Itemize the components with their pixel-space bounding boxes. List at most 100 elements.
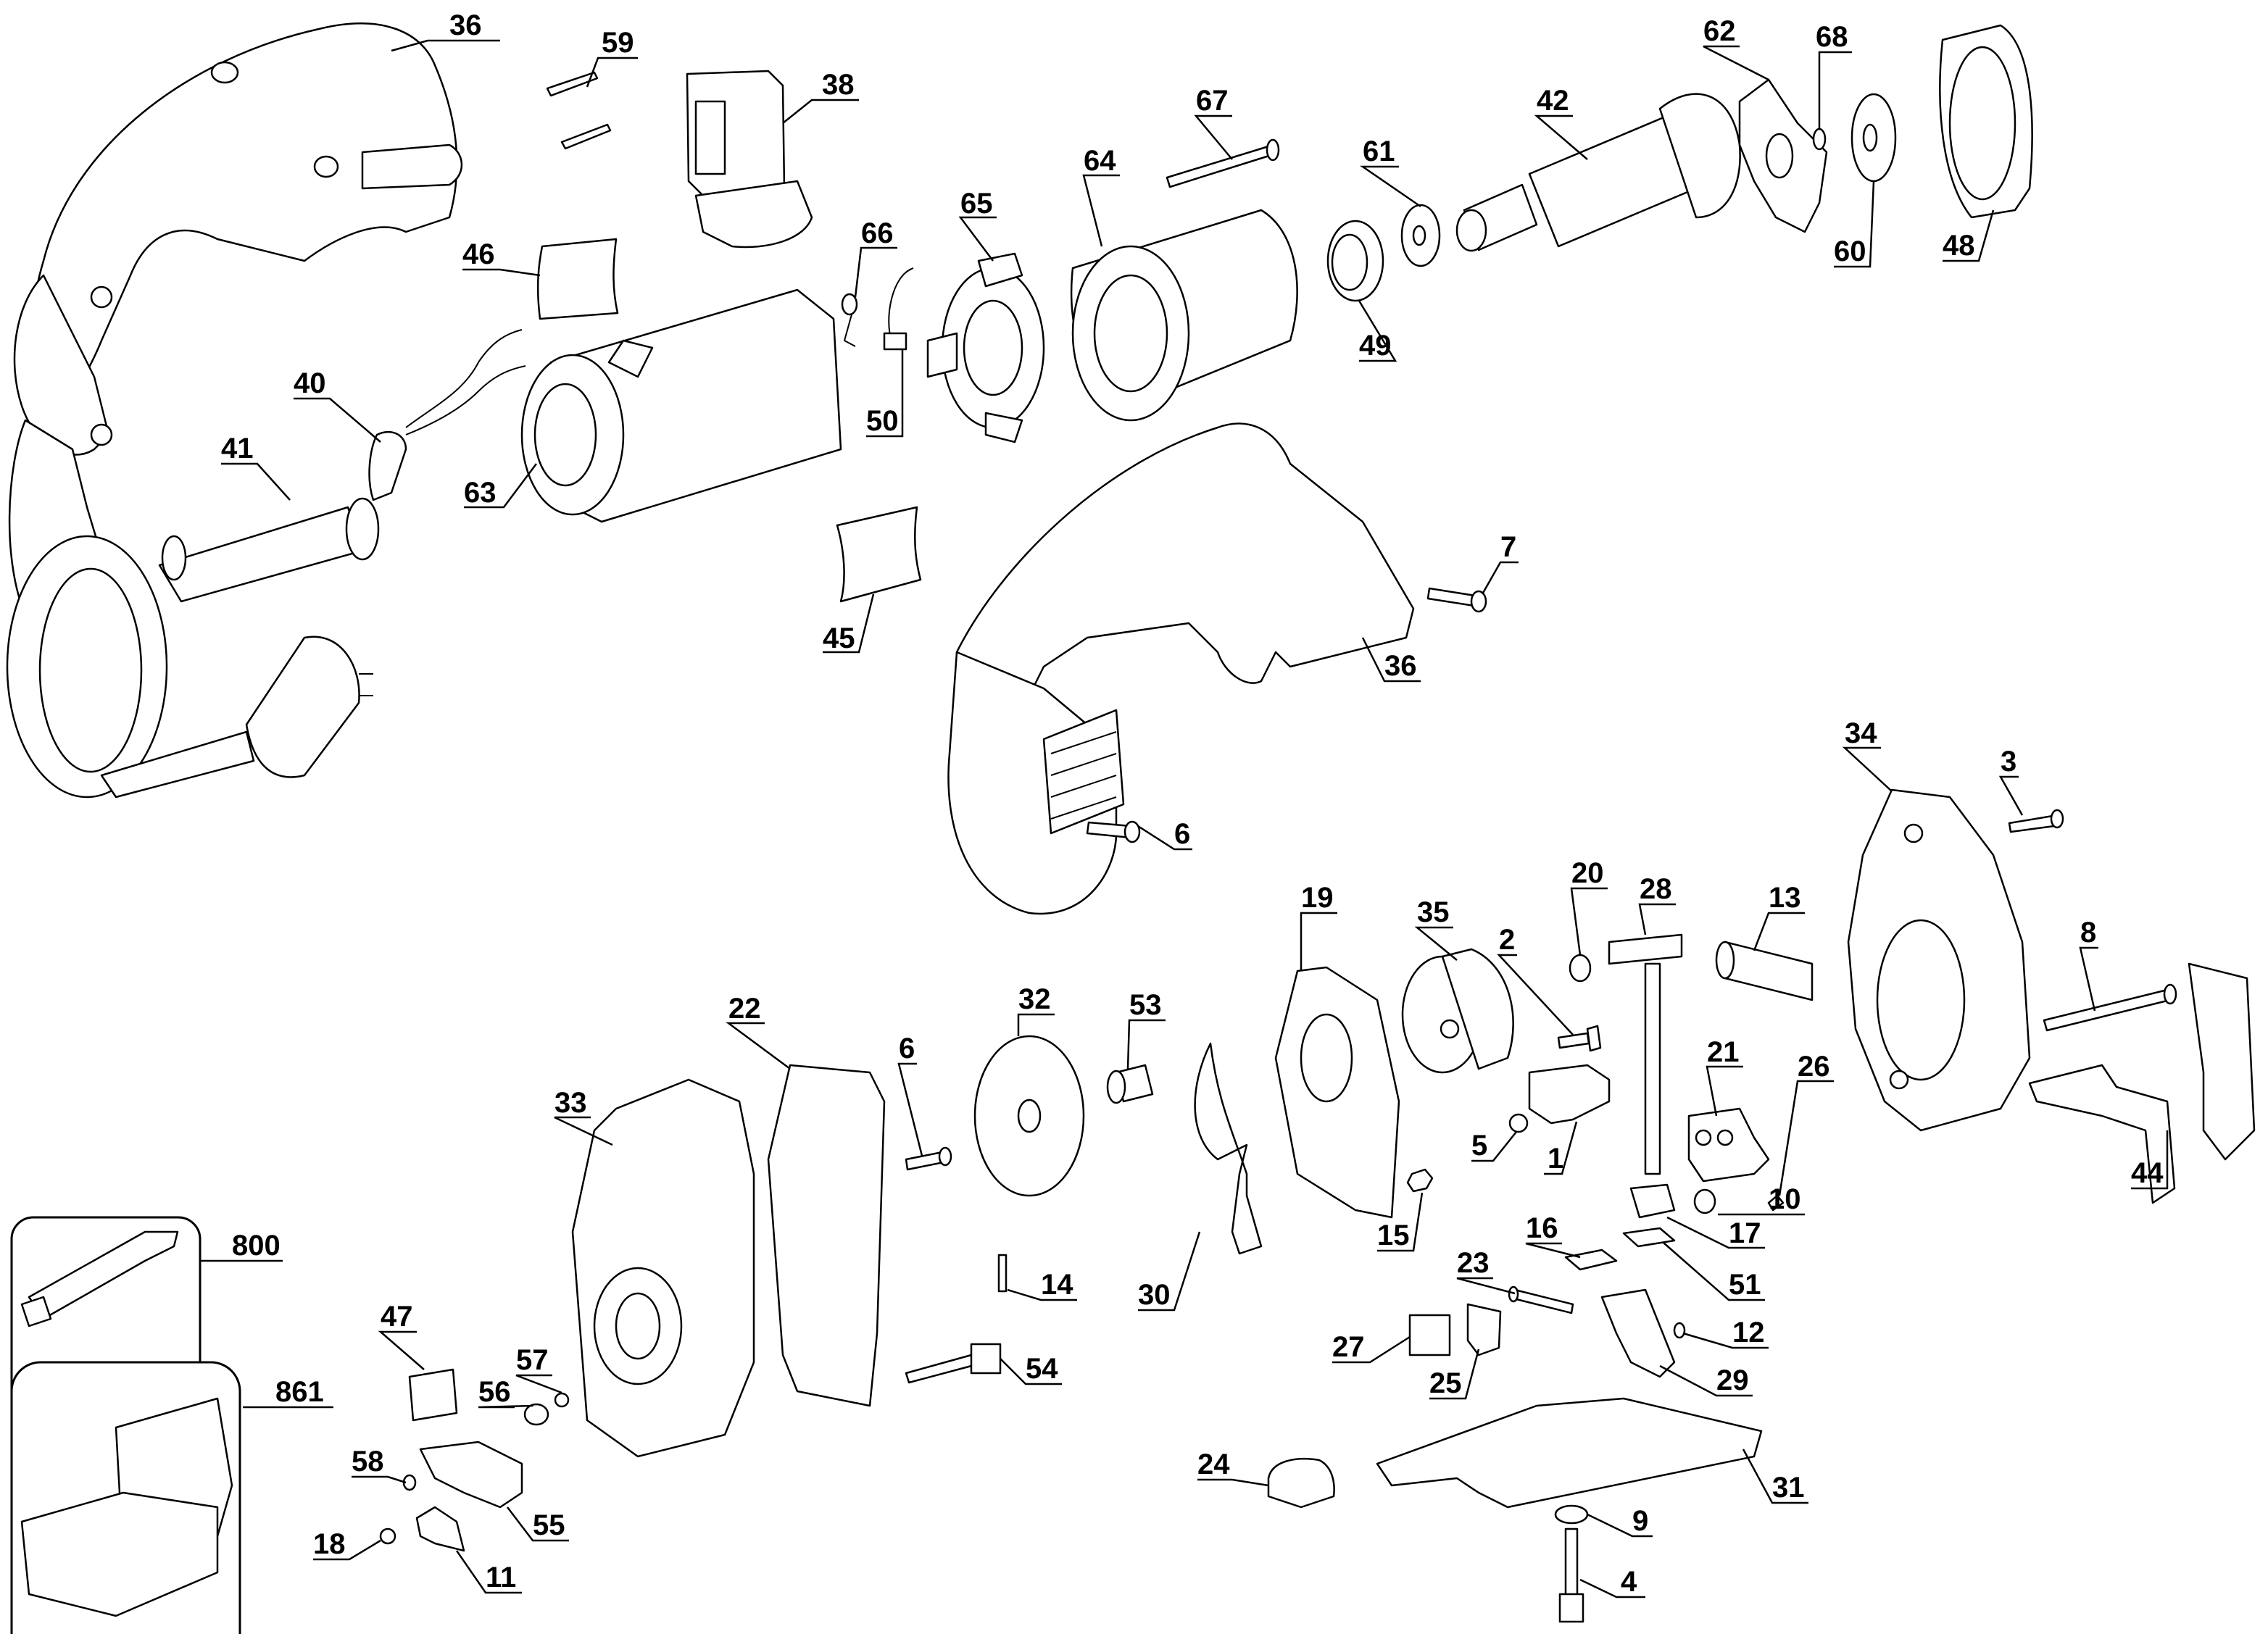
callout-number: 6 [1174, 818, 1190, 850]
callout-26: 26 [1778, 1051, 1834, 1196]
callout-number: 59 [602, 27, 634, 59]
callout-6b: 6 [897, 1033, 923, 1156]
screw-bolt-part [905, 1343, 1002, 1384]
motor-housing-part [520, 288, 842, 523]
callout-65: 65 [958, 188, 997, 262]
callout-8: 8 [2079, 917, 2098, 1012]
callout-number: 23 [1457, 1247, 1490, 1279]
callout-27: 27 [1332, 1331, 1411, 1364]
callout-46: 46 [462, 238, 541, 277]
callout-48: 48 [1943, 209, 1995, 262]
callout-59: 59 [586, 27, 638, 88]
screw-6b-part [905, 1146, 952, 1171]
callout-number: 47 [381, 1301, 413, 1333]
counterweight-part [1274, 966, 1400, 1219]
switch-part [686, 70, 813, 249]
callout-30: 30 [1138, 1231, 1201, 1312]
callout-number: 24 [1197, 1448, 1230, 1480]
callout-number: 20 [1571, 857, 1604, 889]
callout-number: 6 [899, 1033, 915, 1064]
callout-number: 1 [1548, 1143, 1563, 1175]
callout-number: 9 [1632, 1505, 1648, 1537]
callout-34: 34 [1842, 717, 1893, 792]
bevel-lever-part [419, 1441, 523, 1509]
callout-number: 50 [866, 405, 899, 437]
gasket-small-part [1466, 1303, 1502, 1356]
fan-baffle-ring-part [1939, 24, 2033, 219]
gear-case-part [1847, 788, 2031, 1132]
callout-28: 28 [1638, 873, 1676, 935]
shoe-part [1376, 1397, 1763, 1509]
screw-3-part [2008, 809, 2064, 833]
callout-47: 47 [378, 1301, 425, 1370]
screw-2-part [1557, 1025, 1602, 1052]
blade-clamp-part [1687, 1107, 1770, 1183]
screw-5-part [1508, 1113, 1529, 1133]
screw-7-part [1426, 587, 1487, 613]
washer-9-part [1554, 1504, 1589, 1525]
callout-58: 58 [352, 1446, 407, 1484]
screw-26-part [1767, 1194, 1785, 1212]
callout-36b: 36 [1361, 637, 1421, 683]
callout-1: 1 [1544, 1121, 1578, 1175]
callout-number: 11 [486, 1562, 516, 1593]
callout-number: 2 [1499, 924, 1515, 956]
callout-38: 38 [782, 69, 859, 124]
callout-19: 19 [1300, 882, 1337, 971]
ball-part [554, 1392, 570, 1408]
callout-number: 60 [1834, 235, 1866, 267]
callout-6a: 6 [1137, 818, 1192, 851]
retaining-ring-part [1812, 128, 1827, 151]
callout-31: 31 [1742, 1448, 1808, 1504]
bearing-front-part [1326, 220, 1384, 302]
plate-16-part [1564, 1249, 1618, 1271]
callout-number: 65 [960, 188, 993, 220]
callout-13: 13 [1753, 882, 1805, 951]
screw-23-part [1508, 1285, 1574, 1314]
callout-number: 12 [1732, 1317, 1765, 1349]
callout-68: 68 [1816, 21, 1852, 129]
callout-45: 45 [823, 593, 875, 654]
lever-part [1194, 1042, 1263, 1255]
callout-number: 51 [1729, 1269, 1761, 1301]
nut-part [1406, 1168, 1434, 1193]
pin-part [997, 1254, 1008, 1293]
callout-number: 36 [1384, 650, 1417, 682]
callout-41: 41 [221, 433, 291, 501]
bushing-20-part [1569, 954, 1592, 983]
callout-number: 16 [1526, 1212, 1558, 1244]
callout-number: 40 [294, 367, 326, 399]
callout-51: 51 [1663, 1242, 1765, 1301]
callout-number: 45 [823, 622, 855, 654]
callout-number: 10 [1769, 1183, 1801, 1215]
callout-44: 44 [2131, 1130, 2169, 1190]
callout-number: 53 [1129, 989, 1162, 1021]
callout-number: 800 [232, 1230, 281, 1262]
callout-10: 10 [1718, 1183, 1805, 1216]
callout-25: 25 [1429, 1349, 1480, 1400]
spring-56-part [523, 1403, 549, 1426]
gear-case-cover-part [571, 1078, 755, 1458]
callout-number: 3 [2001, 746, 2016, 778]
blade-guard-part [2028, 962, 2256, 1204]
roller-bracket-part [1600, 1288, 1676, 1378]
callout-number: 26 [1798, 1051, 1830, 1083]
callout-number: 7 [1500, 531, 1516, 563]
callout-number: 41 [221, 433, 254, 464]
plate-27-part [1408, 1314, 1451, 1356]
callout-number: 8 [2080, 917, 2096, 949]
callout-12: 12 [1682, 1317, 1769, 1349]
callout-number: 14 [1041, 1269, 1073, 1301]
callout-number: 29 [1716, 1364, 1749, 1396]
bracket-part [1528, 1064, 1611, 1125]
callout-11: 11 [455, 1550, 522, 1594]
callout-number: 63 [464, 477, 497, 509]
screw-4-part [1558, 1527, 1584, 1623]
callout-61: 61 [1359, 136, 1421, 208]
wires-part [368, 329, 526, 501]
callout-number: 32 [1018, 983, 1051, 1015]
callout-67: 67 [1194, 85, 1233, 160]
callout-number: 35 [1417, 896, 1450, 928]
armature-part [1455, 93, 1741, 252]
